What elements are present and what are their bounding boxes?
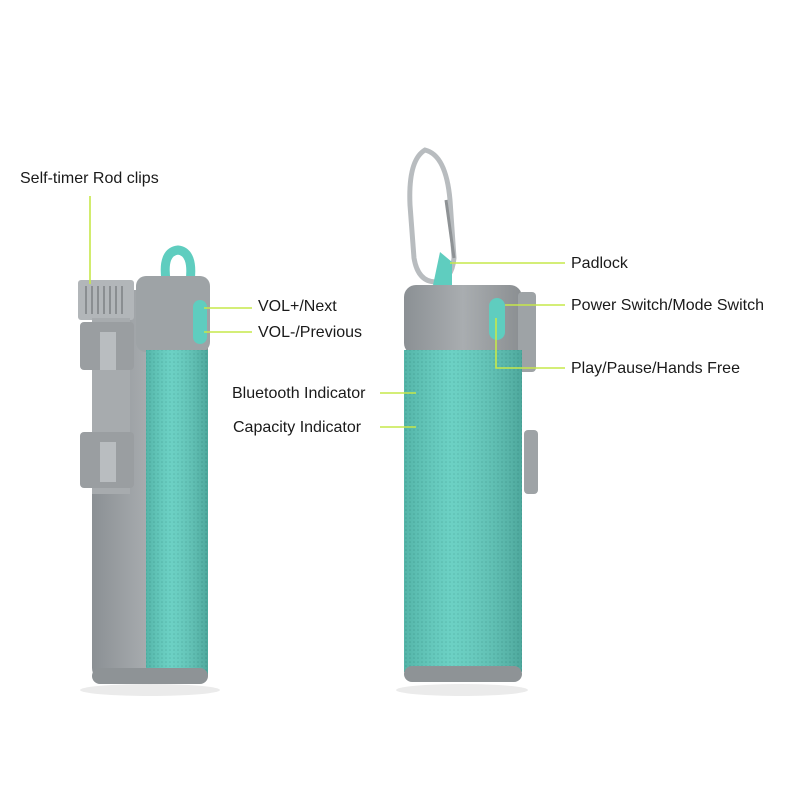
right-power-button <box>489 298 505 340</box>
label-padlock: Padlock <box>571 255 628 272</box>
leader-play <box>495 318 565 369</box>
leader-lines <box>89 196 565 428</box>
label-power-switch-mode-switch: Power Switch/Mode Switch <box>571 297 764 314</box>
left-lanyard <box>160 245 196 287</box>
right-speaker <box>396 147 538 696</box>
label-self-timer-rod-clips: Self-timer Rod clips <box>20 170 159 187</box>
left-speaker <box>78 245 220 696</box>
label-vol-minus-previous: VOL-/Previous <box>258 324 363 341</box>
right-strap <box>432 252 452 290</box>
label-bluetooth-indicator: Bluetooth Indicator <box>232 385 366 402</box>
label-vol-plus-next: VOL+/Next <box>258 298 337 315</box>
label-capacity-indicator: Capacity Indicator <box>233 419 362 436</box>
left-top-cap <box>136 276 210 352</box>
label-play-pause-hands-free: Play/Pause/Hands Free <box>571 360 740 377</box>
left-volume-buttons <box>193 300 207 344</box>
